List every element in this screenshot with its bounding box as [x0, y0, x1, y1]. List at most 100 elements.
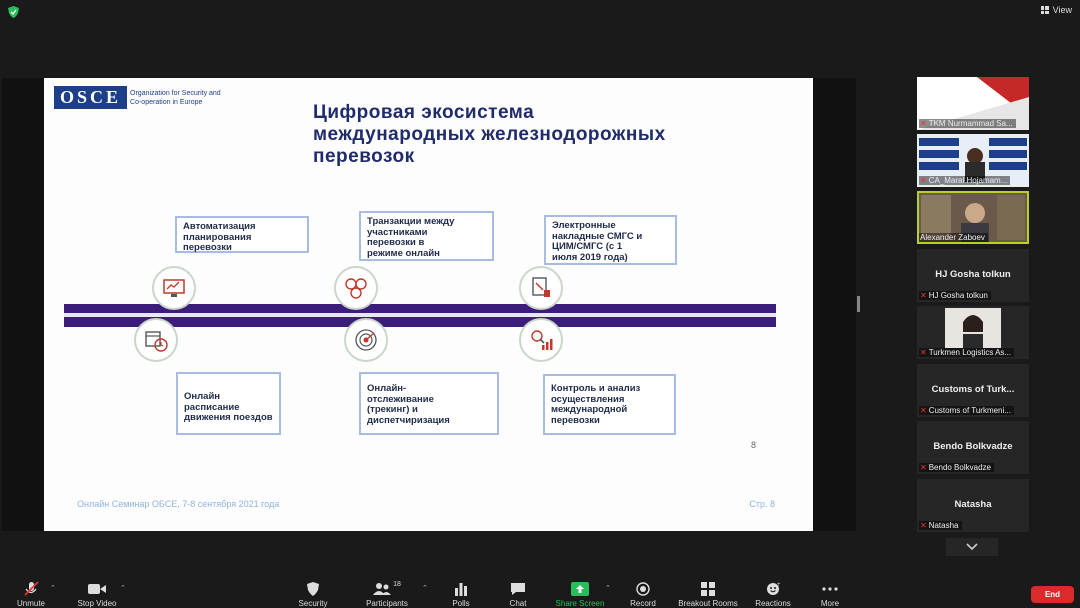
- planning-automation-box: Автоматизация планирования перевозки: [175, 216, 309, 253]
- share-screen-icon: [571, 581, 589, 596]
- participant-label: ✕TKM Nurmammad Sa...: [919, 119, 1016, 128]
- osce-org-name: Organization for Security and Co-operati…: [130, 89, 221, 106]
- meeting-toolbar: Unmute ⌃ Stop Video ⌃ Security 18 Partic…: [0, 570, 1080, 608]
- participant-display-name: HJ Gosha tolkun: [935, 269, 1011, 280]
- more-label: More: [820, 599, 840, 608]
- polls-label: Polls: [452, 599, 470, 608]
- participant-label: Alexander Zaboev: [919, 233, 988, 242]
- participant-tile[interactable]: Customs of Turk... ✕Customs of Turkmeni.…: [917, 364, 1029, 417]
- mic-muted-icon: ✕: [920, 463, 927, 472]
- polls-icon: [455, 582, 467, 596]
- participant-label: ✕Customs of Turkmeni...: [919, 406, 1014, 415]
- planning-monitor-icon: [152, 266, 196, 310]
- chevron-down-icon: [966, 543, 978, 551]
- polls-button[interactable]: Polls: [426, 570, 496, 608]
- stop-video-button[interactable]: Stop Video: [62, 570, 132, 608]
- share-screen-label: Share Screen: [555, 599, 605, 608]
- participants-count: 18: [393, 581, 401, 588]
- chat-bubble-icon: [511, 582, 525, 595]
- security-label: Security: [298, 599, 328, 608]
- participant-tile[interactable]: ✕Turkmen Logistics As...: [917, 306, 1029, 359]
- slide-footer-left: Онлайн Семинар ОБСЕ, 7-8 сентября 2021 г…: [77, 499, 280, 509]
- security-button[interactable]: Security: [278, 570, 348, 608]
- control-analysis-box: Контроль и анализ осуществления междунар…: [543, 374, 676, 435]
- presentation-slide: OSCE Organization for Security and Co-op…: [44, 78, 813, 531]
- chat-label: Chat: [509, 599, 527, 608]
- participants-options-caret[interactable]: ⌃: [422, 585, 428, 592]
- analytics-chart-icon: [519, 318, 563, 362]
- split-handle[interactable]: [857, 296, 860, 312]
- train-schedule-box: Онлайн расписание движения поездов: [176, 372, 281, 435]
- participant-label: ✕Natasha: [919, 521, 962, 530]
- reactions-label: Reactions: [755, 599, 791, 608]
- participant-label: ✕CA_Maral Hojamam...: [919, 176, 1011, 185]
- audio-options-caret[interactable]: ⌃: [50, 585, 56, 592]
- grid-icon: [1040, 6, 1049, 14]
- share-screen-button[interactable]: Share Screen: [545, 570, 615, 608]
- mic-muted-icon: ✕: [920, 176, 927, 185]
- participant-tile[interactable]: Natasha ✕Natasha: [917, 479, 1029, 532]
- record-button[interactable]: Record: [608, 570, 678, 608]
- participant-tile[interactable]: ✕CA_Maral Hojamam...: [917, 134, 1029, 187]
- participants-label: Participants: [366, 599, 408, 608]
- mic-muted-icon: ✕: [920, 348, 927, 357]
- breakout-rooms-label: Breakout Rooms: [678, 599, 738, 608]
- participant-video-thumbnail: [917, 134, 1029, 187]
- slide-page-number: 8: [751, 440, 757, 450]
- svg-text:+: +: [777, 582, 781, 588]
- smiley-icon: +: [766, 582, 781, 595]
- tracking-radar-icon: [344, 318, 388, 362]
- breakout-rooms-button[interactable]: Breakout Rooms: [673, 570, 743, 608]
- electronic-waybills-box: Электронные накладные СМГС и ЦИМ/СМГС (с…: [544, 215, 677, 265]
- chat-button[interactable]: Chat: [483, 570, 553, 608]
- participant-display-name: Natasha: [954, 499, 992, 510]
- timeline-bar-lower: [64, 317, 776, 327]
- participant-display-name: Customs of Turk...: [931, 384, 1015, 395]
- slide-title: Цифровая экосистема международных железн…: [313, 102, 666, 167]
- osce-logo: OSCE Organization for Security and Co-op…: [54, 86, 250, 109]
- participant-tile[interactable]: Bendo Bolkvadze ✕Bendo Bolkvadze: [917, 421, 1029, 474]
- record-label: Record: [630, 599, 656, 608]
- unmute-label: Unmute: [16, 599, 45, 608]
- slide-footer-right: Стр. 8: [749, 499, 775, 509]
- unmute-button[interactable]: Unmute: [0, 570, 66, 608]
- record-icon: [636, 581, 650, 596]
- participant-tile-active-speaker[interactable]: Alexander Zaboev: [917, 191, 1029, 244]
- mic-muted-icon: ✕: [920, 406, 927, 415]
- scroll-participants-down-button[interactable]: [946, 538, 998, 556]
- view-label: View: [1052, 5, 1072, 15]
- schedule-calendar-icon: [134, 318, 178, 362]
- participant-video-thumbnail: [945, 308, 1001, 348]
- more-button[interactable]: More: [795, 570, 865, 608]
- stop-video-label: Stop Video: [77, 599, 117, 608]
- timeline-divider: [64, 313, 776, 317]
- video-camera-icon: [88, 583, 106, 594]
- participant-display-name: Bendo Bolkvadze: [933, 441, 1013, 452]
- online-transactions-box: Транзакции между участниками перевозки в…: [359, 211, 494, 261]
- shield-icon: [307, 581, 319, 596]
- more-dots-icon: [822, 586, 838, 591]
- osce-logo-text: OSCE: [54, 86, 128, 109]
- microphone-muted-icon: [24, 580, 39, 596]
- participant-tile[interactable]: HJ Gosha tolkun ✕HJ Gosha tolkun: [917, 249, 1029, 302]
- security-shield-icon: [8, 6, 19, 18]
- breakout-rooms-icon: [701, 581, 715, 596]
- video-options-caret[interactable]: ⌃: [120, 585, 126, 592]
- end-meeting-button[interactable]: End: [1031, 586, 1074, 603]
- participant-label: ✕Bendo Bolkvadze: [919, 463, 994, 472]
- mic-muted-icon: ✕: [920, 119, 927, 128]
- participant-video-thumbnail: [917, 77, 1029, 130]
- participant-video-thumbnail: [917, 191, 1029, 244]
- participant-label: ✕Turkmen Logistics As...: [919, 348, 1015, 357]
- view-button[interactable]: View: [1040, 5, 1072, 15]
- reactions-button[interactable]: + Reactions: [738, 570, 808, 608]
- mic-muted-icon: ✕: [920, 291, 927, 300]
- online-tracking-box: Онлайн- отслеживание (трекинг) и диспетч…: [359, 372, 499, 435]
- share-options-caret[interactable]: ⌃: [605, 585, 611, 592]
- participant-tile[interactable]: ✕TKM Nurmammad Sa...: [917, 77, 1029, 130]
- digital-document-icon: [519, 266, 563, 310]
- participants-button[interactable]: 18 Participants: [352, 570, 422, 608]
- timeline-bar: [64, 304, 776, 313]
- participants-icon: [373, 582, 392, 595]
- currency-exchange-icon: [334, 266, 378, 310]
